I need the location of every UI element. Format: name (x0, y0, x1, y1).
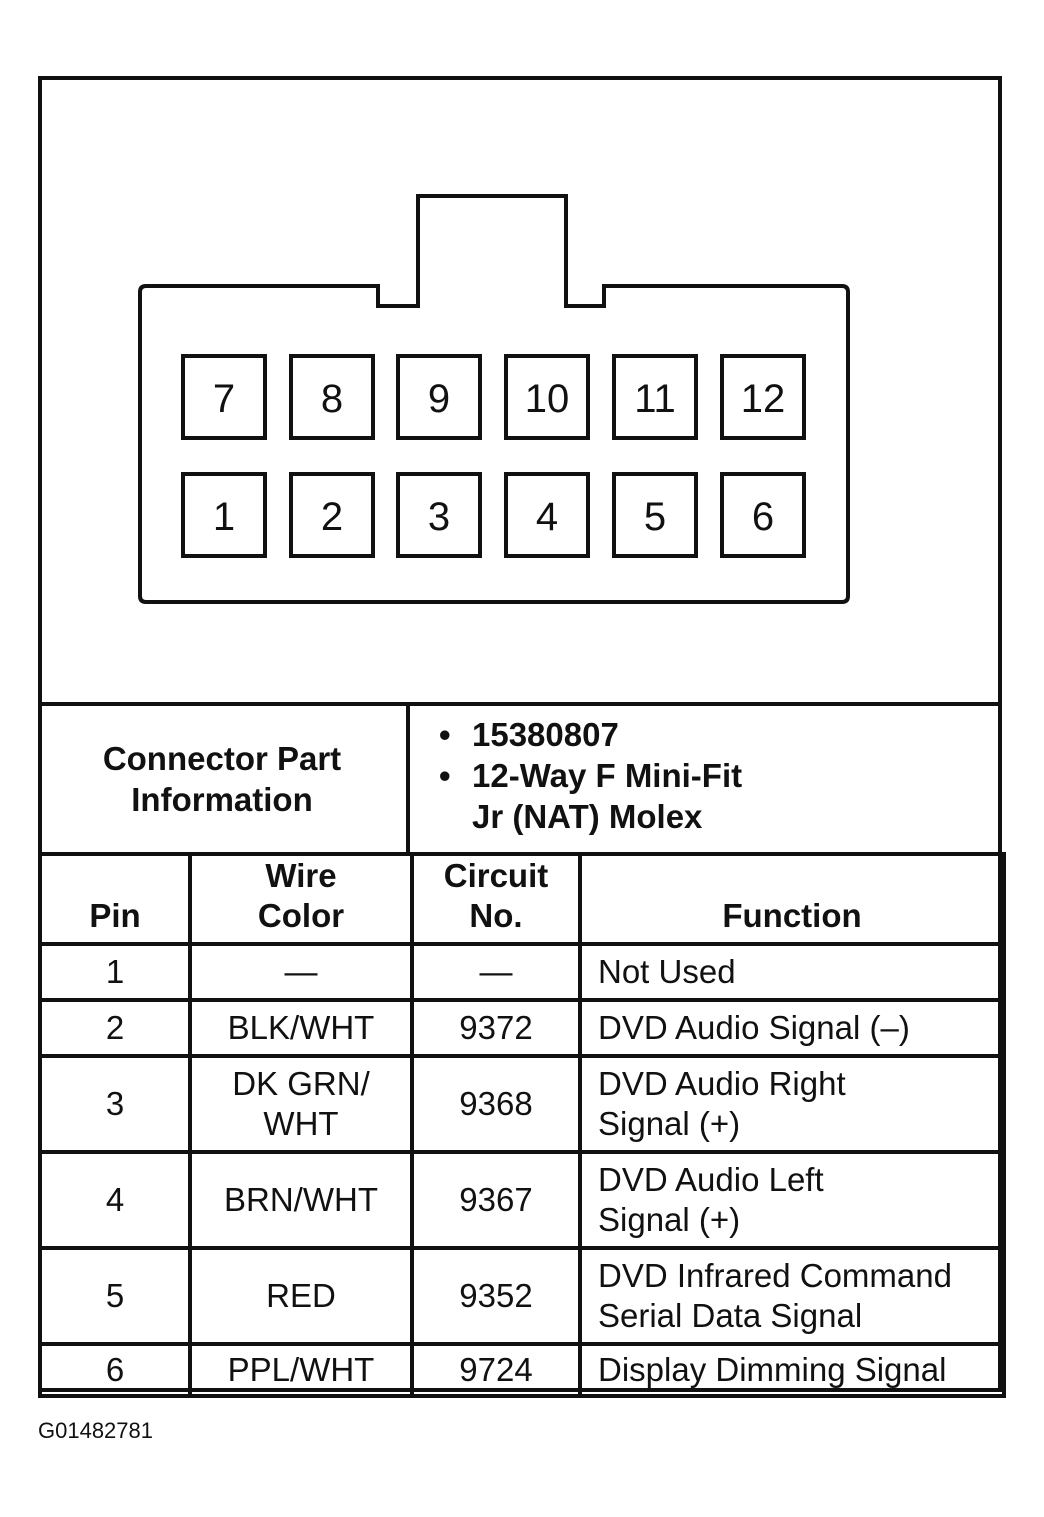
pin-cavity-7 (181, 354, 267, 440)
pin-cavity-5 (612, 472, 698, 558)
pin-cell: 2 (38, 998, 192, 1058)
pin-cavity-9 (396, 354, 482, 440)
pin-cavity-2 (289, 472, 375, 558)
table-row: 1 — — Not Used (38, 942, 1006, 1002)
pin-cell: 3 (38, 1054, 192, 1154)
circuit-cell: 9372 (410, 998, 582, 1058)
pin-cavity-1 (181, 472, 267, 558)
pin-number-1: 1 (213, 495, 235, 539)
pin-cell: 6 (38, 1342, 192, 1398)
pin-number-7: 7 (213, 377, 235, 421)
connector-part-info-label: Connector Part Information (38, 706, 410, 852)
pin-cavity-8 (289, 354, 375, 440)
function-cell: Not Used (578, 942, 1006, 1002)
pin-cavity-6 (720, 472, 806, 558)
bullet-icon: • (439, 716, 451, 753)
wire-color-cell: RED (188, 1246, 414, 1346)
function-cell: Display Dimming Signal (578, 1342, 1006, 1398)
part-number: 15380807 (472, 716, 619, 753)
circuit-cell: 9352 (410, 1246, 582, 1346)
table-row: 2 BLK/WHT 9372 DVD Audio Signal (–) (38, 998, 1006, 1058)
connector-part-info-row: Connector Part Information • 15380807 • … (38, 702, 1002, 852)
pin-number-10: 10 (525, 377, 570, 421)
description-line1: 12-Way F Mini-Fit (472, 757, 743, 794)
pin-cell: 4 (38, 1150, 192, 1250)
pin-cavity-3 (396, 472, 482, 558)
pin-number-5: 5 (644, 495, 666, 539)
figure-id: G01482781 (38, 1418, 153, 1443)
info-label-line2: Information (131, 781, 313, 818)
pin-cell: 5 (38, 1246, 192, 1346)
header-pin: Pin (38, 852, 192, 946)
pin-number-6: 6 (752, 495, 774, 539)
pin-cavity-11 (612, 354, 698, 440)
wire-color-cell: DK GRN/WHT (188, 1054, 414, 1154)
pin-number-4: 4 (536, 495, 558, 539)
circuit-cell: 9368 (410, 1054, 582, 1154)
connector-housing-outline (138, 194, 850, 604)
wire-color-cell: — (188, 942, 414, 1002)
description-line2: Jr (NAT) Molex (472, 798, 703, 835)
description-line: • 12-Way F Mini-Fit (439, 755, 998, 796)
pin-cavity-10 (504, 354, 590, 440)
wire-color-cell: BLK/WHT (188, 998, 414, 1058)
connector-part-info-value: • 15380807 • 12-Way F Mini-Fit Jr (NAT) … (410, 706, 998, 852)
pin-cavity-12 (720, 354, 806, 440)
wire-color-cell: PPL/WHT (188, 1342, 414, 1398)
pin-number-9: 9 (428, 377, 450, 421)
circuit-cell: 9367 (410, 1150, 582, 1250)
bullet-icon: • (439, 757, 451, 794)
part-number-line: • 15380807 (439, 714, 998, 755)
table-row: 6 PPL/WHT 9724 Display Dimming Signal (38, 1342, 1006, 1398)
header-function: Function (578, 852, 1006, 946)
circuit-cell: 9724 (410, 1342, 582, 1398)
wire-color-cell: BRN/WHT (188, 1150, 414, 1250)
pin-cell: 1 (38, 942, 192, 1002)
pin-cavity-4 (504, 472, 590, 558)
function-cell: DVD Audio Signal (–) (578, 998, 1006, 1058)
circuit-cell: — (410, 942, 582, 1002)
pin-number-12: 12 (741, 377, 786, 421)
pin-number-8: 8 (321, 377, 343, 421)
pin-number-11: 11 (634, 377, 676, 421)
info-label-line1: Connector Part (102, 740, 342, 777)
pin-number-3: 3 (428, 495, 450, 539)
pin-number-2: 2 (321, 495, 343, 539)
